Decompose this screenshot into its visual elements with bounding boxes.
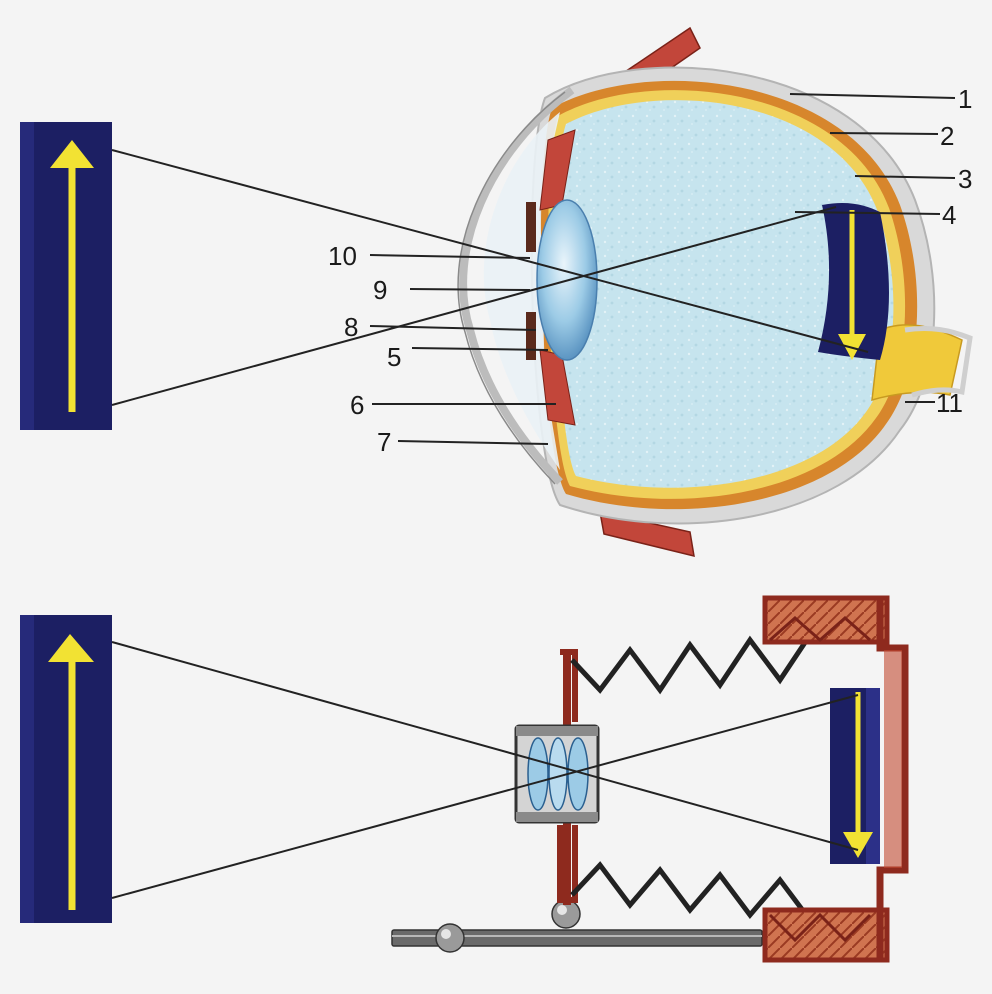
- film-arrow-head: [843, 832, 873, 858]
- object-panel-top-bg: [20, 122, 112, 430]
- label-7: 7: [377, 427, 391, 457]
- camera-section: [20, 595, 909, 963]
- ray-bottom-lower: [111, 694, 859, 899]
- eye-muscle-bottom: [599, 511, 695, 557]
- iris-top: [526, 202, 536, 252]
- label-3: 3: [958, 164, 972, 194]
- label-9: 9: [373, 275, 387, 305]
- eye-section: 1 2 3 4 10 9 8 5 6 7 11: [20, 26, 973, 557]
- iris-bottom: [526, 312, 536, 360]
- ray-bottom-upper: [111, 641, 859, 851]
- lens-element-1: [527, 737, 549, 811]
- label-2: 2: [940, 121, 954, 151]
- object-arrow-bottom-head: [48, 634, 94, 662]
- bellows-bottom: [570, 861, 812, 922]
- label-11: 11: [936, 388, 963, 418]
- object-panel-bottom: [20, 615, 112, 923]
- label-6: 6: [350, 390, 364, 420]
- cornea: [459, 86, 575, 485]
- object-panel-top: [20, 122, 112, 430]
- bellows-top: [570, 633, 813, 695]
- label-4: 4: [942, 200, 956, 230]
- rail-knob: [435, 923, 465, 953]
- leader-lines: [369, 93, 956, 445]
- object-panel-bottom-bg: [20, 615, 112, 923]
- optic-nerve: [871, 324, 963, 402]
- vitreous-body: [555, 100, 894, 488]
- label-1: 1: [958, 84, 972, 114]
- label-5: 5: [387, 342, 401, 372]
- film-image: [830, 688, 880, 864]
- label-10: 10: [328, 241, 357, 271]
- ray-top-lower: [111, 206, 837, 406]
- ray-top-upper: [111, 149, 869, 353]
- label-8: 8: [344, 312, 358, 342]
- camera-back-wall: [876, 598, 909, 960]
- object-arrow-top-head: [50, 140, 94, 168]
- camera-lens: [514, 724, 600, 824]
- camera-rail: [391, 899, 763, 953]
- camera-body: [762, 595, 909, 963]
- retina-image: [818, 202, 889, 360]
- anterior-chamber: [483, 112, 560, 470]
